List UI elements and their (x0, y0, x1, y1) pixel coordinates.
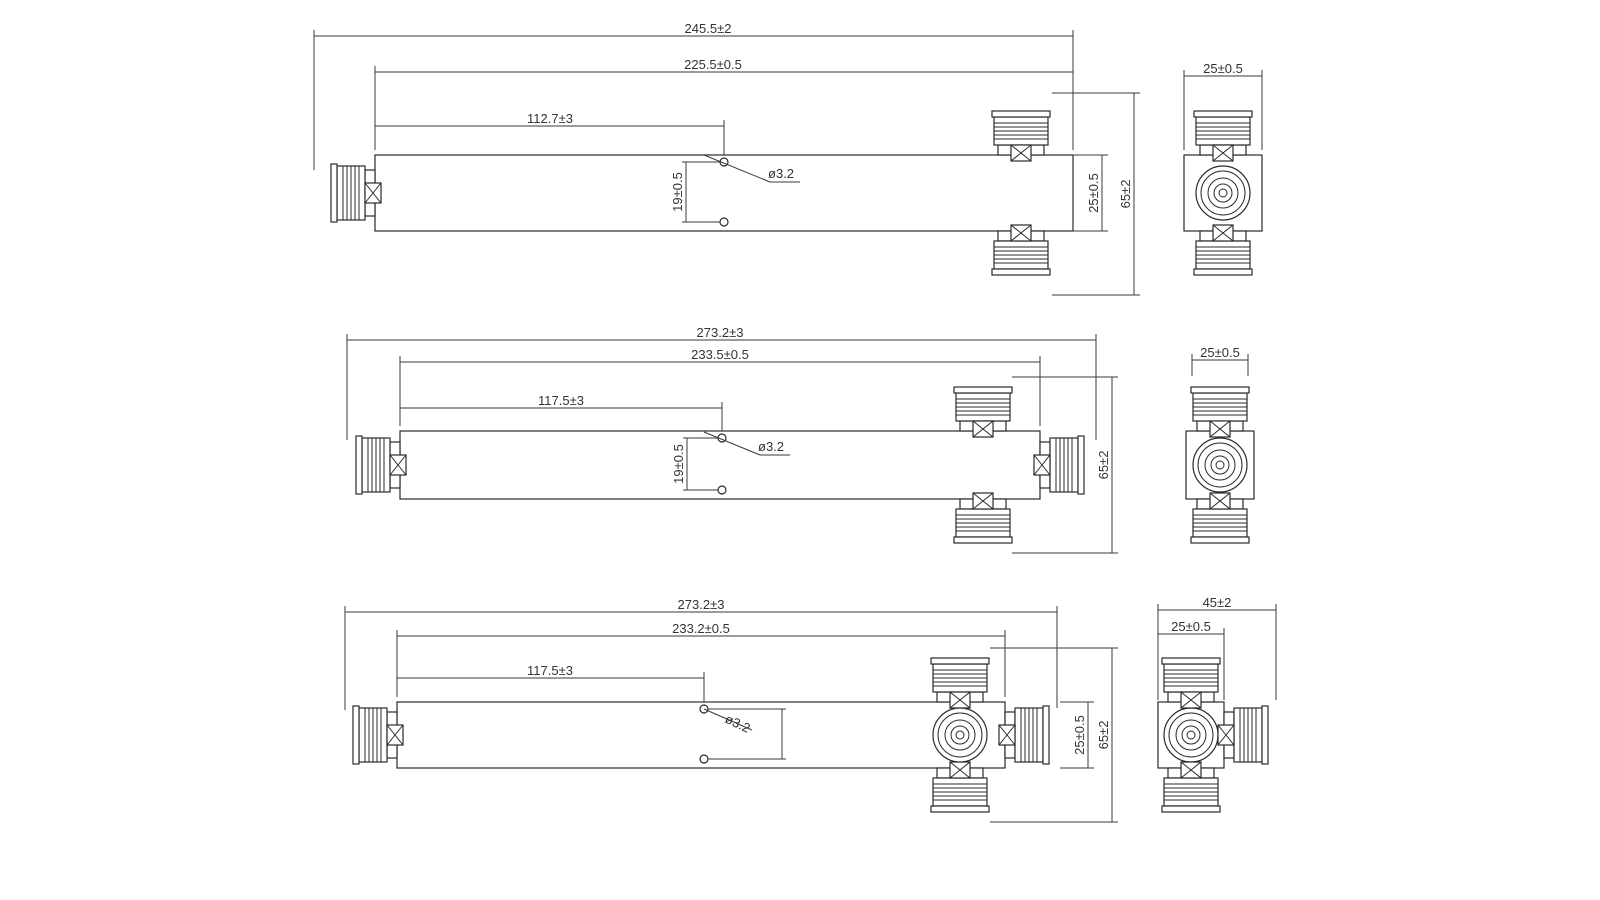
bottom-body-length-label: 233.2±0.5 (672, 621, 730, 636)
middle-hole-diameter-label: ø3.2 (758, 439, 784, 454)
middle-overall-length-label: 273.2±3 (697, 325, 744, 340)
middle-output-connector-down (953, 492, 1013, 544)
middle-end-view: 25±0.5 (1185, 345, 1255, 544)
middle-end-width-label: 25±0.5 (1200, 345, 1240, 360)
top-hole-spacing-label: 19±0.5 (670, 172, 685, 212)
top-overall-height-label: 65±2 (1118, 180, 1133, 209)
bottom-output-connector-face (932, 707, 988, 763)
middle-input-connector (355, 435, 407, 495)
middle-output-connector-up (953, 386, 1013, 438)
top-output-connector-up (991, 110, 1051, 162)
top-view: 245.5±2 225.5±0.5 112.7±3 ø3.2 19±0.5 25… (313, 21, 1263, 296)
bottom-end-width-overall-label: 45±2 (1203, 595, 1232, 610)
bottom-output-connector-down (930, 761, 990, 813)
middle-output-connector-right (1033, 435, 1085, 495)
middle-body-length-label: 233.5±0.5 (691, 347, 749, 362)
top-overall-length-label: 245.5±2 (685, 21, 732, 36)
middle-hole-spacing-label: 19±0.5 (671, 444, 686, 484)
bottom-view: 273.2±3 233.2±0.5 117.5±3 ø3.2 25±0.5 65… (344, 595, 1277, 823)
top-input-connector (330, 163, 382, 223)
bottom-input-connector (352, 705, 404, 765)
bottom-hole-position-label: 117.5±3 (527, 663, 573, 678)
top-body-height-label: 25±0.5 (1086, 173, 1101, 213)
top-end-width-label: 25±0.5 (1203, 61, 1243, 76)
middle-overall-height-label: 65±2 (1096, 451, 1111, 480)
top-mounting-hole-2 (719, 217, 729, 227)
middle-view: 273.2±3 233.5±0.5 117.5±3 ø3.2 19±0.5 65… (346, 325, 1255, 554)
bottom-overall-length-label: 273.2±3 (678, 597, 725, 612)
bottom-mounting-hole-2 (699, 754, 709, 764)
top-hole-position-label: 112.7±3 (527, 111, 573, 126)
bottom-end-view: 45±2 25±0.5 (1157, 595, 1277, 813)
middle-mounting-hole-2 (717, 485, 727, 495)
top-hole-diameter-label: ø3.2 (768, 166, 794, 181)
top-body-length-label: 225.5±0.5 (684, 57, 742, 72)
top-output-connector-down (991, 224, 1051, 276)
bottom-end-width-label: 25±0.5 (1171, 619, 1211, 634)
bottom-output-connector-up (930, 657, 990, 709)
bottom-body-height-label: 25±0.5 (1072, 715, 1087, 755)
top-end-view: 25±0.5 (1183, 61, 1263, 276)
bottom-overall-height-label: 65±2 (1096, 721, 1111, 750)
bottom-output-connector-right (998, 705, 1050, 765)
middle-hole-position-label: 117.5±3 (538, 393, 584, 408)
